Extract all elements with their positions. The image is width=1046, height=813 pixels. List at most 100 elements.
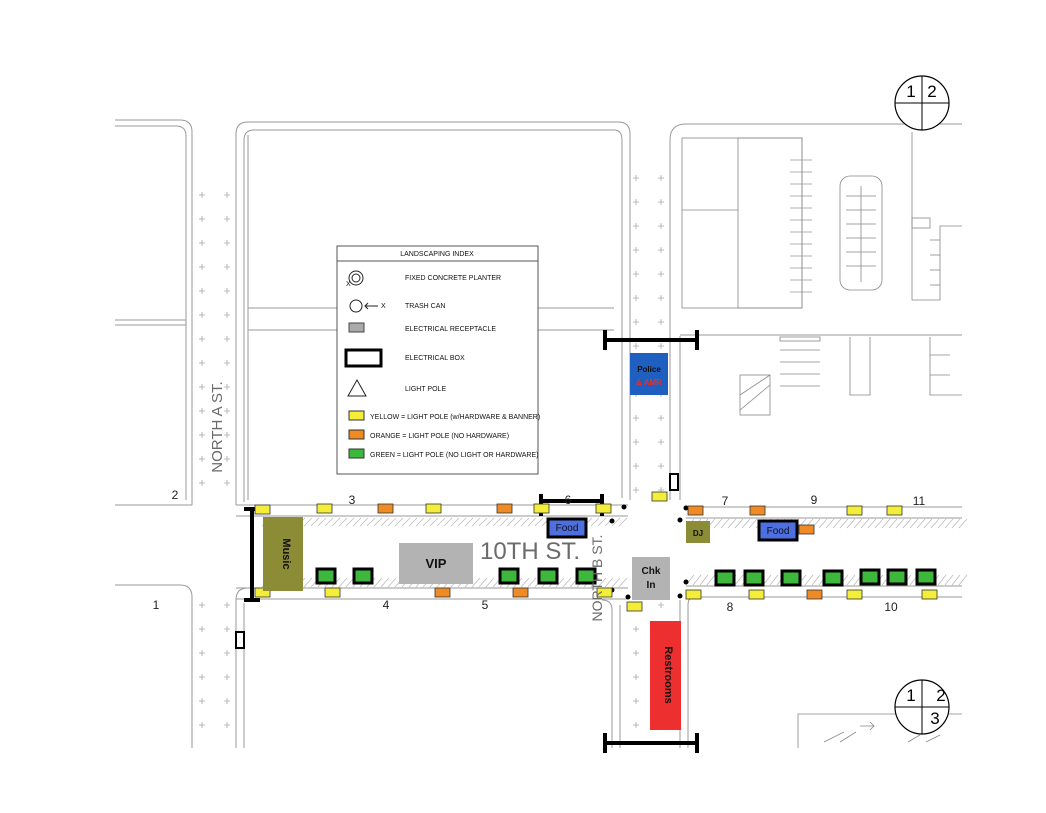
legend-trash: TRASH CAN <box>405 303 445 310</box>
yellow-light-pole <box>254 504 271 515</box>
electrical-box <box>669 473 679 491</box>
hatch-line <box>867 518 877 529</box>
hatch-line <box>611 577 621 588</box>
hatch-line <box>464 517 474 527</box>
zone-police-label: Police <box>637 365 661 374</box>
yellow-light-pole <box>425 503 442 514</box>
hatch-line <box>951 574 961 586</box>
barricade-north-b-south <box>603 733 699 753</box>
hatch-line <box>846 574 856 586</box>
hatch-line <box>450 517 460 527</box>
street-label-north-a: NORTH A ST. <box>209 381 226 472</box>
pole-number: 9 <box>811 493 818 507</box>
zone-restrooms-label: Restrooms <box>662 646 674 703</box>
hatch-line <box>692 574 702 586</box>
hatch-line <box>443 517 453 527</box>
hatch-line <box>930 518 940 529</box>
legend-yellow: YELLOW = LIGHT POLE (w/HARDWARE & BANNER… <box>370 414 540 421</box>
hatch-line <box>401 517 411 527</box>
hatch-line <box>937 574 947 586</box>
green-light-pole <box>714 569 736 587</box>
hatch-line <box>324 517 334 527</box>
sheet-index-top: 1 2 <box>894 75 950 131</box>
yellow-light-pole <box>254 587 271 598</box>
zone-police-amr[interactable]: Police & AMR <box>630 353 668 395</box>
orange-light-pole <box>687 505 704 516</box>
hatch-line <box>331 517 341 527</box>
hatch-line <box>734 518 744 529</box>
legend-planter: FIXED CONCRETE PLANTER <box>405 275 501 282</box>
hatch-line <box>874 518 884 529</box>
green-light-pole <box>575 567 597 585</box>
zone-food-1[interactable]: Food <box>546 517 588 539</box>
hatch-line <box>485 517 495 527</box>
hatch-line <box>303 577 313 588</box>
green-light-pole <box>886 568 908 586</box>
legend-box: ELECTRICAL BOX <box>405 355 465 362</box>
street-label-10th: 10TH ST. <box>480 538 580 565</box>
pole-number: 2 <box>172 488 179 502</box>
pole-number: 11 <box>913 494 926 508</box>
hatch-line <box>387 517 397 527</box>
hatch-line <box>471 517 481 527</box>
barricade-west <box>244 507 260 602</box>
yellow-light-pole <box>846 505 863 516</box>
zone-dj-label: DJ <box>693 529 703 538</box>
hatch-line <box>562 577 572 588</box>
hatch-line <box>909 518 919 529</box>
pole-number: 3 <box>349 493 356 507</box>
legend-x-mark: X <box>381 303 386 310</box>
hatch-line <box>366 517 376 527</box>
hatch-line <box>818 518 828 529</box>
yellow-light-pole <box>921 589 938 600</box>
hatch-line <box>436 517 446 527</box>
zone-food-1-label: Food <box>556 523 579 534</box>
hatch-line <box>825 518 835 529</box>
yellow-light-pole <box>626 601 643 612</box>
green-swatch <box>348 448 365 459</box>
orange-light-pole <box>434 587 451 598</box>
zone-restrooms[interactable]: Restrooms <box>650 621 681 730</box>
hatch-line <box>895 518 905 529</box>
electrical-box-icon <box>344 348 383 368</box>
hatch-line <box>527 577 537 588</box>
zone-check-in[interactable]: Chk In <box>632 557 670 600</box>
trash-can-icon: X <box>349 299 386 313</box>
legend-orange: ORANGE = LIGHT POLE (NO HARDWARE) <box>370 433 509 440</box>
pole-number: 6 <box>565 493 572 507</box>
hatch-line <box>520 517 530 527</box>
green-light-pole <box>498 567 520 585</box>
green-light-pole <box>859 568 881 586</box>
zone-check-in-label-1: Chk <box>642 566 661 577</box>
hatch-line <box>944 574 954 586</box>
zone-music[interactable]: Music <box>263 517 303 591</box>
hatch-line <box>394 517 404 527</box>
zone-dj[interactable]: DJ <box>686 521 710 543</box>
hatch-line <box>380 577 390 588</box>
zone-music-label: Music <box>280 538 292 569</box>
hatch-line <box>429 517 439 527</box>
hatch-line <box>373 577 383 588</box>
zone-food-2[interactable]: Food <box>757 519 799 542</box>
yellow-light-pole <box>685 589 702 600</box>
zone-vip[interactable]: VIP <box>399 543 473 584</box>
hatch-line <box>520 577 530 588</box>
sheet-top-left: 1 <box>906 82 915 101</box>
legend-pole: LIGHT POLE <box>405 386 446 393</box>
hatch-line <box>506 517 516 527</box>
hatch-line <box>555 577 565 588</box>
hatch-line <box>457 517 467 527</box>
sidewalk-markers <box>199 175 664 728</box>
parking-lot-lines <box>681 132 962 748</box>
hatch-line <box>888 518 898 529</box>
hatch-line <box>618 577 628 588</box>
yellow-light-pole <box>886 505 903 516</box>
sheet-bottom-left: 1 <box>906 686 915 705</box>
green-light-pole <box>822 569 844 587</box>
hatch-line <box>713 518 723 529</box>
hatch-line <box>839 518 849 529</box>
hatch-line <box>916 518 926 529</box>
light-pole-icon <box>347 378 367 397</box>
green-light-pole <box>315 567 337 585</box>
